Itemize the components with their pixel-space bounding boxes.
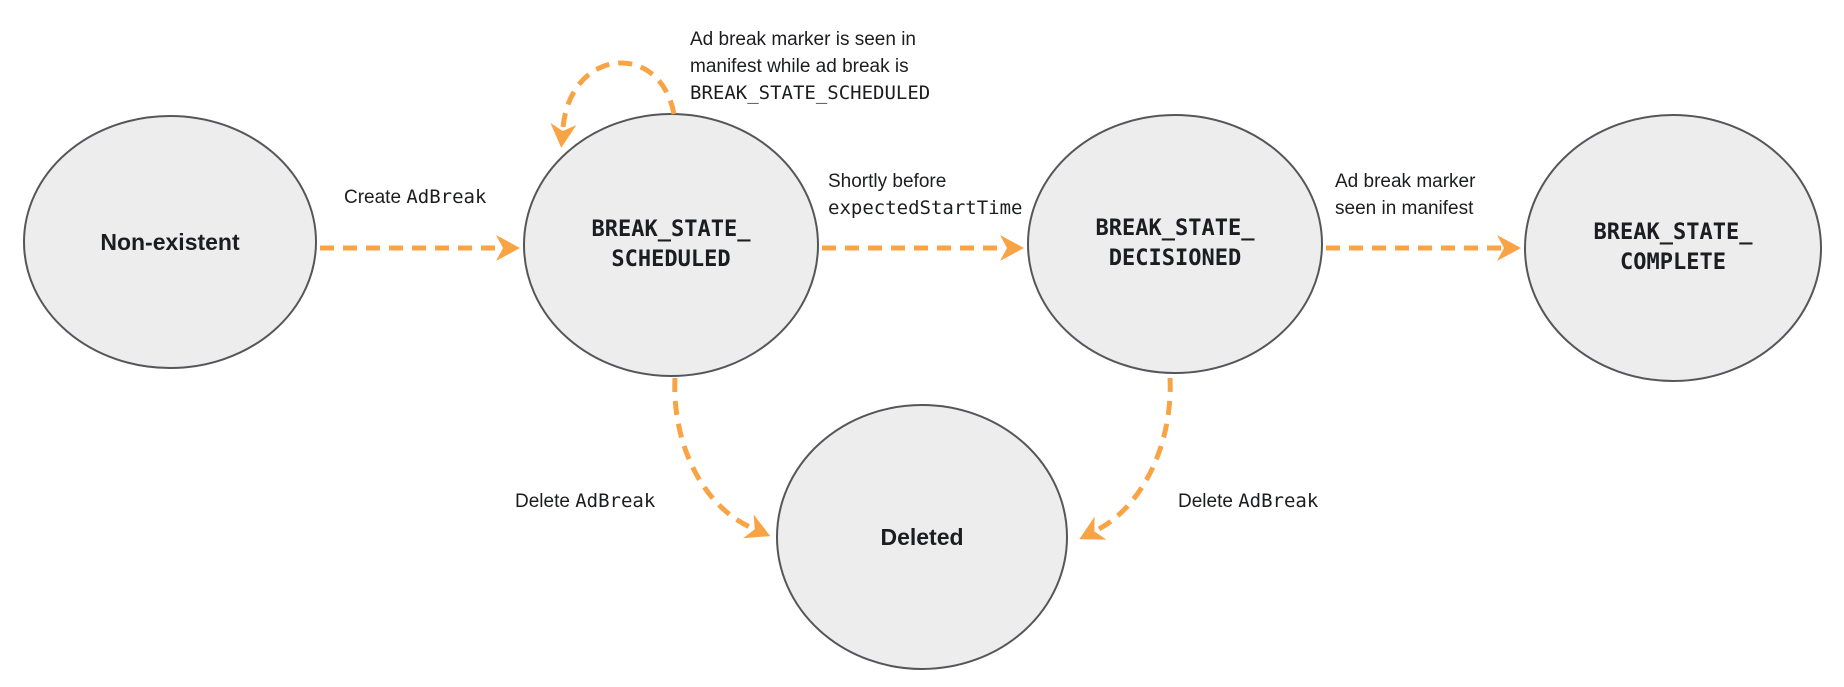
transition-label-line: manifest while ad break is: [690, 56, 909, 77]
transition-label-plain: Create: [344, 187, 407, 208]
transition-label-code: BREAK_STATE_SCHEDULED: [690, 82, 931, 104]
state-circle-scheduled: [523, 113, 819, 377]
transition-label-line: Ad break marker is seen in: [690, 29, 916, 50]
transition-arrow-self-loop: [550, 60, 677, 148]
transition-label-marker-seen: Ad break marker seen in manifest: [1335, 168, 1475, 222]
transition-label-code: AdBreak: [406, 186, 487, 208]
transition-label-line: Ad break marker: [1335, 171, 1476, 192]
transition-label-create: Create AdBreak: [344, 184, 486, 211]
state-label-deleted: Deleted: [880, 524, 964, 550]
state-label-line: BREAK_STATE_: [1593, 220, 1753, 245]
transition-label-delete-right: Delete AdBreak: [1178, 488, 1318, 515]
transition-label-shortly-before: Shortly before expectedStartTime: [828, 168, 1022, 222]
state-label-line: SCHEDULED: [611, 247, 731, 272]
state-circle-deleted: [776, 404, 1068, 670]
state-label-nonexistent: Non-existent: [100, 229, 240, 255]
state-label-line: COMPLETE: [1620, 250, 1726, 275]
state-label-scheduled: BREAK_STATE_ SCHEDULED: [592, 215, 751, 275]
transition-label-line: Shortly before: [828, 171, 947, 192]
state-circle-nonexistent: [23, 115, 317, 369]
state-label-line: BREAK_STATE_: [591, 217, 751, 242]
transition-label-delete-left: Delete AdBreak: [515, 488, 655, 515]
transition-label-line: seen in manifest: [1335, 198, 1474, 219]
transition-label-plain: Delete: [1178, 491, 1239, 512]
transition-label-code: AdBreak: [575, 490, 656, 512]
transition-label-plain: Delete: [515, 491, 576, 512]
state-label-complete: BREAK_STATE_ COMPLETE: [1594, 218, 1753, 278]
state-circle-complete: [1524, 114, 1822, 382]
transition-label-code: AdBreak: [1238, 490, 1319, 512]
state-circle-decisioned: [1027, 114, 1323, 374]
transition-label-code: expectedStartTime: [828, 197, 1023, 219]
state-label-decisioned: BREAK_STATE_ DECISIONED: [1096, 214, 1255, 274]
transition-label-self-loop: Ad break marker is seen in manifest whil…: [690, 26, 930, 107]
state-label-line: DECISIONED: [1108, 246, 1242, 271]
transition-arrow-delete-right: [1079, 377, 1173, 540]
state-label-line: BREAK_STATE_: [1095, 216, 1255, 241]
transition-arrow-delete-left: [672, 377, 771, 539]
